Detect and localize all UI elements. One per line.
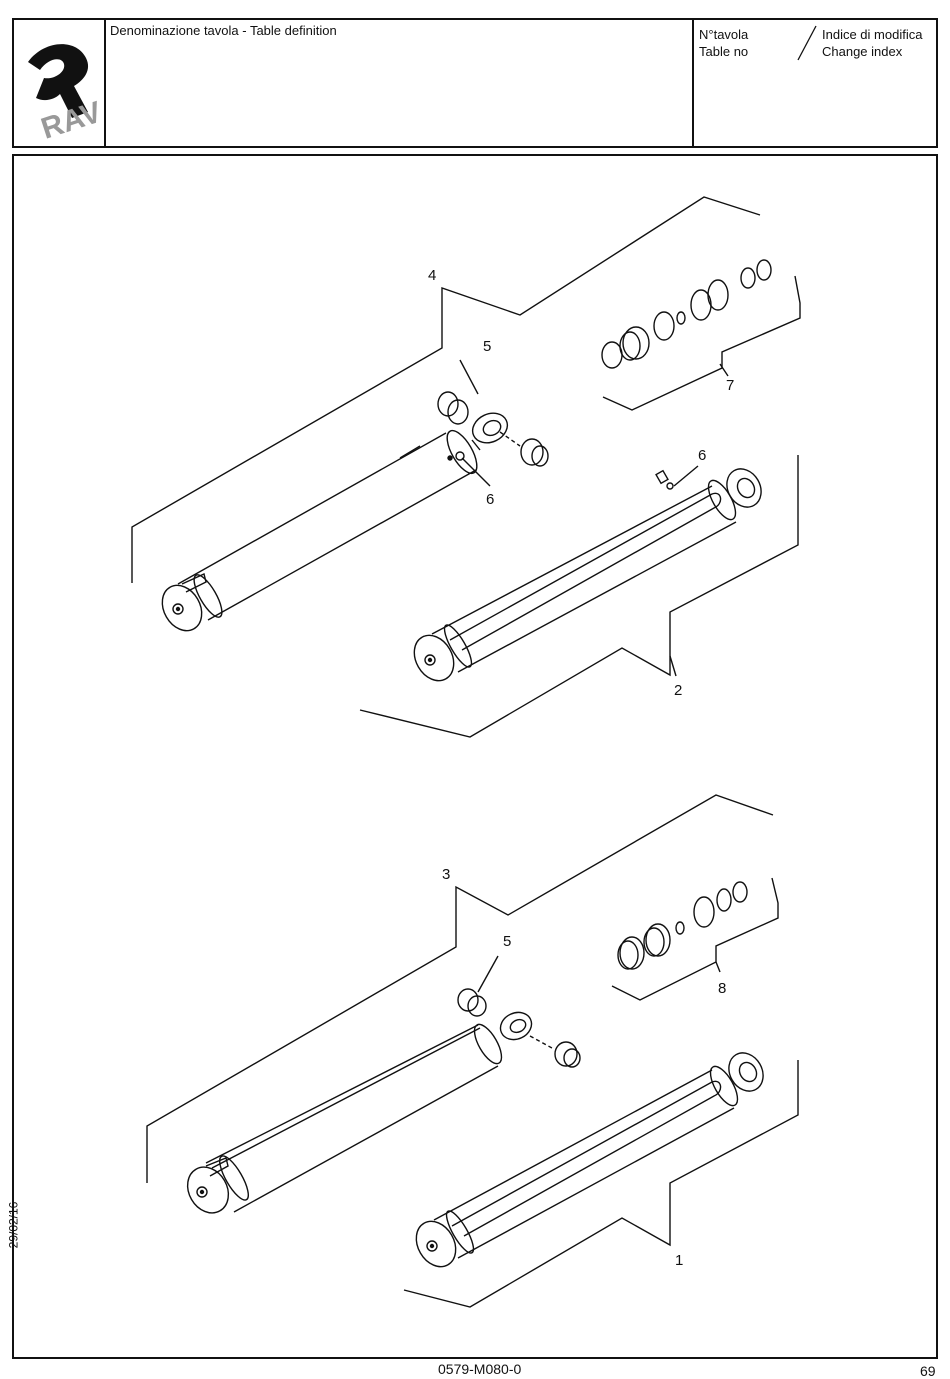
side-date: 29/02/16 [6,1202,20,1249]
seal-kit-8 [618,882,747,969]
callout-5-top: 5 [483,338,491,355]
callout-8: 8 [718,980,726,997]
bracket-1 [404,1060,798,1307]
cylinder-1 [408,1047,769,1274]
callout-3: 3 [442,866,450,883]
callout-4: 4 [428,267,436,284]
page-number: 69 [920,1363,936,1379]
document-code: 0579-M080-0 [438,1361,521,1377]
callout-1: 1 [675,1252,683,1269]
bracket-2 [360,455,798,737]
callout-2: 2 [674,682,682,699]
cylinder-3 [180,1007,536,1220]
cylinder-4 [154,408,512,638]
callout-5-bottom: 5 [503,933,511,950]
cylinder-2 [406,463,767,688]
seal-kit-7 [602,260,771,368]
callout-6-left: 6 [486,491,494,508]
bracket-4 [132,197,760,583]
callout-7: 7 [726,377,734,394]
bushing-5-bottom [458,989,580,1067]
bracket-7 [603,276,800,410]
bracket-3 [147,795,773,1183]
bushing-5-top [438,392,548,466]
callout-6-right: 6 [698,447,706,464]
grease-nipple-6-right [656,466,698,489]
grease-nipple-6-left [448,452,490,486]
